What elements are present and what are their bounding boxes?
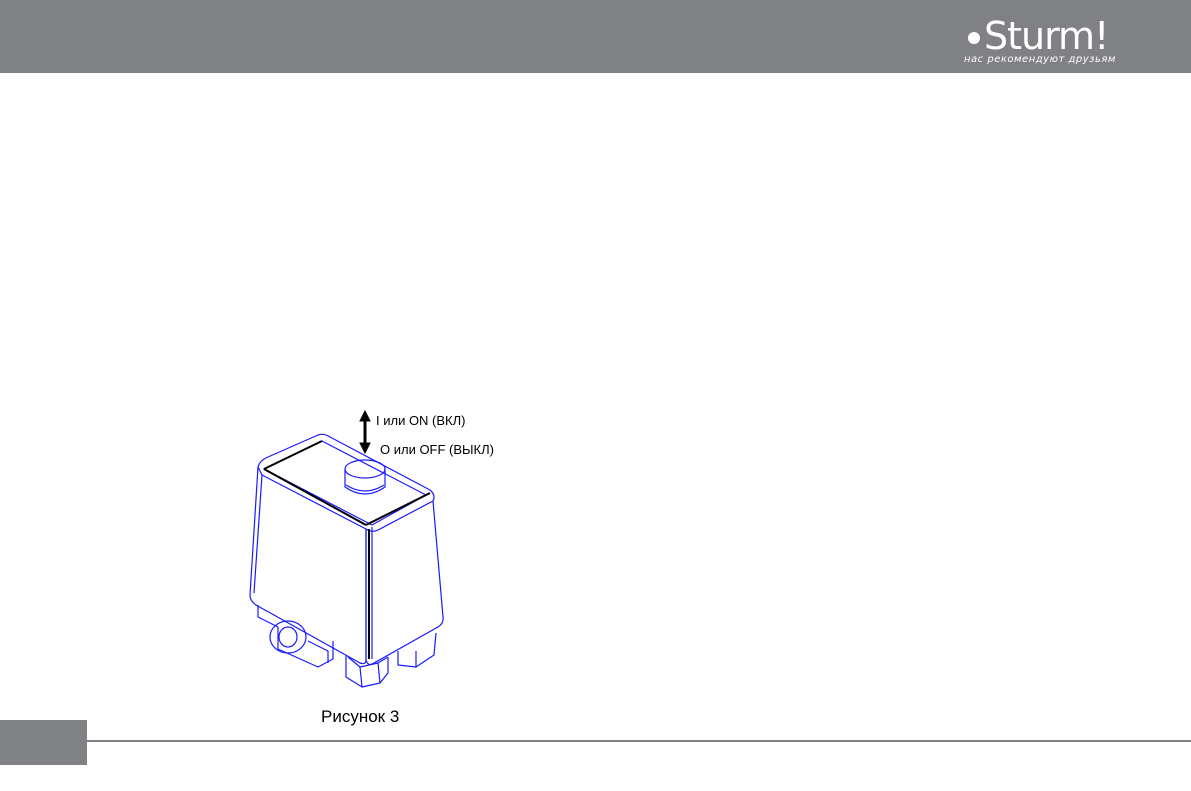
page-number-tab bbox=[0, 720, 87, 765]
brand-logo: Sturm! нас рекомендуют друзьям bbox=[962, 14, 1142, 70]
switch-body-edges bbox=[263, 440, 431, 659]
pressure-switch-figure: I или ON (ВКЛ) O или OFF (ВЫКЛ) bbox=[238, 405, 518, 695]
pressure-switch-drawing bbox=[249, 409, 444, 688]
brand-name: Sturm! bbox=[984, 14, 1109, 58]
label-off: O или OFF (ВЫКЛ) bbox=[380, 442, 494, 457]
label-on: I или ON (ВКЛ) bbox=[376, 413, 466, 428]
switch-body-outline bbox=[249, 433, 444, 688]
header-bar bbox=[0, 0, 1191, 73]
figure-caption: Рисунок 3 bbox=[321, 707, 400, 726]
brand-slogan: нас рекомендуют друзьям bbox=[964, 54, 1116, 65]
up-down-arrow-icon bbox=[359, 409, 371, 455]
brand-dot-icon bbox=[968, 32, 980, 44]
footer-divider bbox=[87, 740, 1191, 742]
